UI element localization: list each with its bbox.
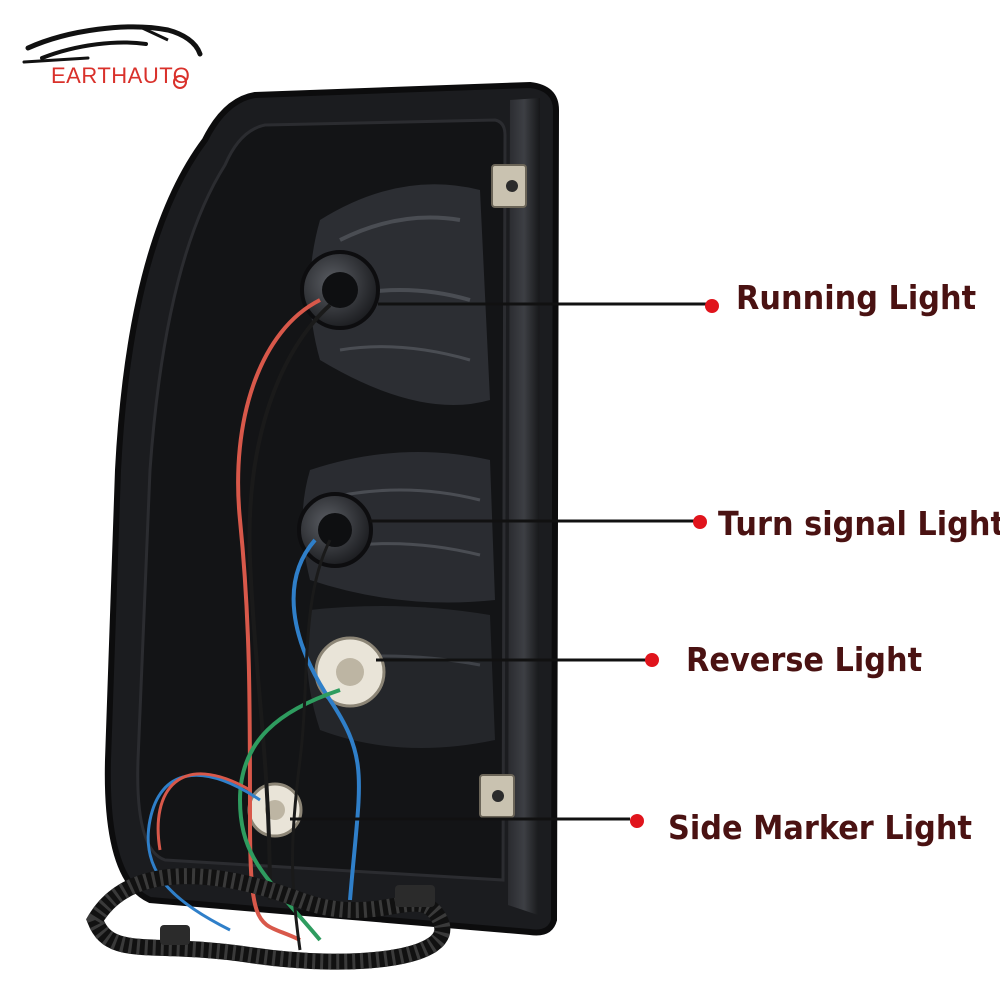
brand-name: EARTHAUTO: [51, 63, 191, 88]
label-running-light: Running Light: [736, 278, 977, 317]
marker-side-marker-dot: [630, 814, 644, 828]
marker-running-dot: [705, 299, 719, 313]
label-reverse-light: Reverse Light: [686, 640, 923, 679]
brand-logo: [18, 18, 208, 98]
marker-turn-dot: [693, 515, 707, 529]
label-side-marker-light: Side Marker Light: [668, 808, 972, 847]
label-turn-signal-light: Turn signal Light: [718, 504, 1000, 543]
car-swoosh-icon: [22, 24, 203, 89]
marker-reverse-dot: [645, 653, 659, 667]
